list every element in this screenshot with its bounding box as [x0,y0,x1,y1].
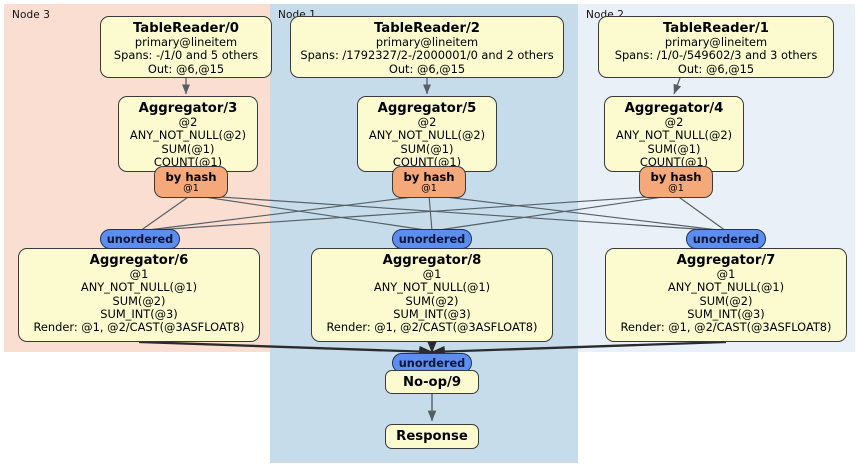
edge-aggregator-7-to-unordered-9 [431,340,727,358]
edge-hash-3-to-unordered-6 [139,194,192,232]
processor-detail-line: Out: @6,@15 [388,61,466,76]
processor-detail-line: @2 [417,115,437,129]
processor-title: Aggregator/5 [377,101,477,116]
processor-detail-line: @1 [716,267,736,281]
processor-detail-line: SUM(@2) [405,293,459,308]
processor-detail-line: ANY_NOT_NULL(@2) [368,128,486,143]
hash-output-hash-3[interactable]: by hash@1 [154,166,228,198]
processor-title: Aggregator/7 [676,253,776,268]
processor-detail-line: SUM_INT(@3) [393,306,471,321]
hash-output-label: by hash [403,169,455,184]
edges-aggregator-to-final [138,339,727,358]
edge-hash-5-to-unordered-7 [428,194,727,232]
processor-detail-line: primary@lineitem [664,35,768,49]
hash-output-hash-5[interactable]: by hash@1 [392,166,466,198]
hash-output-column: @1 [421,182,437,194]
processor-detail-line: ANY_NOT_NULL(@2) [129,128,247,143]
processor-title: Aggregator/3 [138,101,238,116]
ordered-input-unordered-7[interactable]: unordered [686,229,766,249]
hash-output-label: by hash [165,169,217,184]
ordered-input-unordered-6[interactable]: unordered [100,229,180,249]
processor-title: TableReader/2 [374,21,480,36]
hash-output-column: @1 [183,182,199,194]
processor-detail-line: SUM(@1) [400,141,454,156]
edge-hash-3-to-unordered-8 [190,194,433,232]
edges-reader-to-aggregator [181,77,682,95]
hash-output-column: @1 [668,182,684,194]
processor-title: Aggregator/6 [89,253,189,268]
terminal-response[interactable]: Response [385,424,479,449]
processor-detail-line: @1 [422,267,442,281]
processor-detail-line: SUM_INT(@3) [687,306,765,321]
processor-detail-line: Render: @1, @2/CAST(@3ASFLOAT8) [326,320,538,335]
processor-detail-line: Render: @1, @2/CAST(@3ASFLOAT8) [620,320,832,335]
edge-hash-5-to-unordered-6 [139,194,430,232]
processor-detail-line: SUM(@2) [699,293,753,308]
processor-detail-line: COUNT(@1) [392,154,462,169]
processor-detail-line: SUM(@1) [161,141,215,156]
processor-title: TableReader/1 [663,21,769,36]
processor-detail-line: ANY_NOT_NULL(@1) [667,280,785,295]
processor-detail-line: SUM(@2) [112,293,166,308]
processor-title: TableReader/0 [133,21,239,36]
edge-hash-4-to-unordered-6 [139,194,677,232]
processor-detail-line: Spans: /1/0-/549602/3 and 3 others [614,48,818,63]
processor-detail-line: COUNT(@1) [639,154,709,169]
processor-detail-line: Out: @6,@15 [677,61,755,76]
terminal-no-op-9[interactable]: No-op/9 [385,370,479,394]
processor-detail-line: primary@lineitem [375,35,479,49]
processor-detail-line: ANY_NOT_NULL(@1) [373,280,491,295]
ordered-input-unordered-8[interactable]: unordered [392,229,472,249]
edge-hash-4-to-unordered-7 [675,194,727,232]
processor-detail-line: @2 [664,115,684,129]
node-panel-label-node-3: Node 3 [12,9,51,21]
processor-detail-line: SUM_INT(@3) [100,306,178,321]
edges-hash-shuffle-mesh [139,194,727,232]
processor-detail-line: COUNT(@1) [153,154,223,169]
processor-detail-line: @2 [178,115,198,129]
processor-detail-line: Out: @6,@15 [147,61,225,76]
hash-output-hash-4[interactable]: by hash@1 [639,166,713,198]
processor-detail-line: Spans: -/1/0 and 5 others [113,48,259,63]
ordered-input-unordered-9[interactable]: unordered [392,353,472,373]
processor-detail-line: @1 [129,267,149,281]
edge-aggregator-6-to-unordered-9 [138,340,433,358]
edge-tablereader-1-to-aggregator-4 [673,77,682,95]
processor-detail-line: Render: @1, @2/CAST(@3ASFLOAT8) [33,320,245,335]
processor-detail-line: ANY_NOT_NULL(@1) [80,280,198,295]
processor-detail-line: Spans: /1792327/2-/2000001/0 and 2 other… [300,48,554,63]
processor-title: Aggregator/4 [624,101,724,116]
processor-title: Aggregator/8 [382,253,482,268]
processor-detail-line: SUM(@1) [647,141,701,156]
processor-detail-line: ANY_NOT_NULL(@2) [615,128,733,143]
edge-hash-3-to-unordered-7 [190,194,727,232]
hash-output-label: by hash [650,169,702,184]
edge-hash-5-to-unordered-8 [428,194,433,232]
processor-detail-line: primary@lineitem [134,35,238,49]
edge-hash-4-to-unordered-8 [431,194,677,232]
